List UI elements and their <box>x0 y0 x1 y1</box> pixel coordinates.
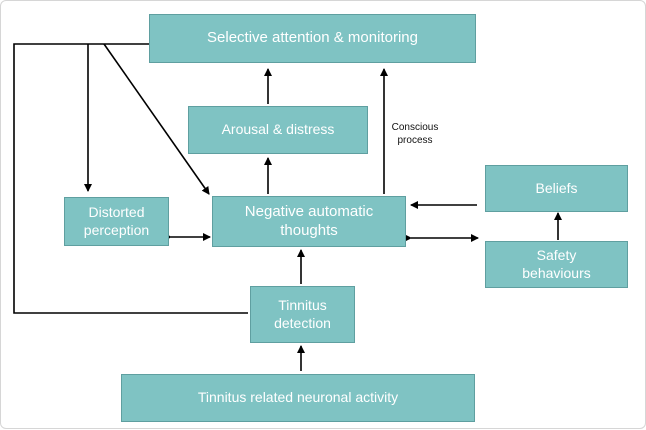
node-beliefs: Beliefs <box>485 165 628 212</box>
conscious-process-annotation: Conscious process <box>387 122 443 147</box>
arrow-attention-to-thoughts <box>103 43 210 195</box>
node-negative-automatic-thoughts: Negative automatic thoughts <box>212 196 406 247</box>
node-distorted-perception-line1: Distorted <box>88 204 145 220</box>
node-tinnitus-detection: Tinnitus detection <box>250 286 355 343</box>
node-safety-behaviours-line2: behaviours <box>522 264 591 281</box>
node-distorted-perception: Distorted perception <box>64 197 169 246</box>
node-arousal-distress: Arousal & distress <box>188 106 368 154</box>
annotation-line2: process <box>397 134 433 146</box>
loop-connector <box>13 43 248 314</box>
node-tinnitus-neuronal-activity: Tinnitus related neuronal activity <box>121 374 475 422</box>
node-safety-behaviours: Safety behaviours <box>485 241 628 288</box>
node-selective-attention: Selective attention & monitoring <box>149 14 476 63</box>
node-distorted-perception-line2: perception <box>83 221 150 238</box>
node-negative-thoughts-line1: Negative automatic <box>244 202 374 220</box>
node-beliefs-label: Beliefs <box>535 179 578 196</box>
node-selective-attention-label: Selective attention & monitoring <box>207 29 418 47</box>
node-neuronal-activity-label: Tinnitus related neuronal activity <box>197 389 399 406</box>
node-negative-thoughts-line2: thoughts <box>280 221 338 239</box>
node-arousal-distress-label: Arousal & distress <box>221 121 335 138</box>
node-safety-behaviours-line1: Safety <box>536 247 577 263</box>
node-tinnitus-detection-line2: detection <box>274 314 331 331</box>
annotation-line1: Conscious <box>391 122 439 133</box>
node-tinnitus-detection-line1: Tinnitus <box>278 297 327 313</box>
